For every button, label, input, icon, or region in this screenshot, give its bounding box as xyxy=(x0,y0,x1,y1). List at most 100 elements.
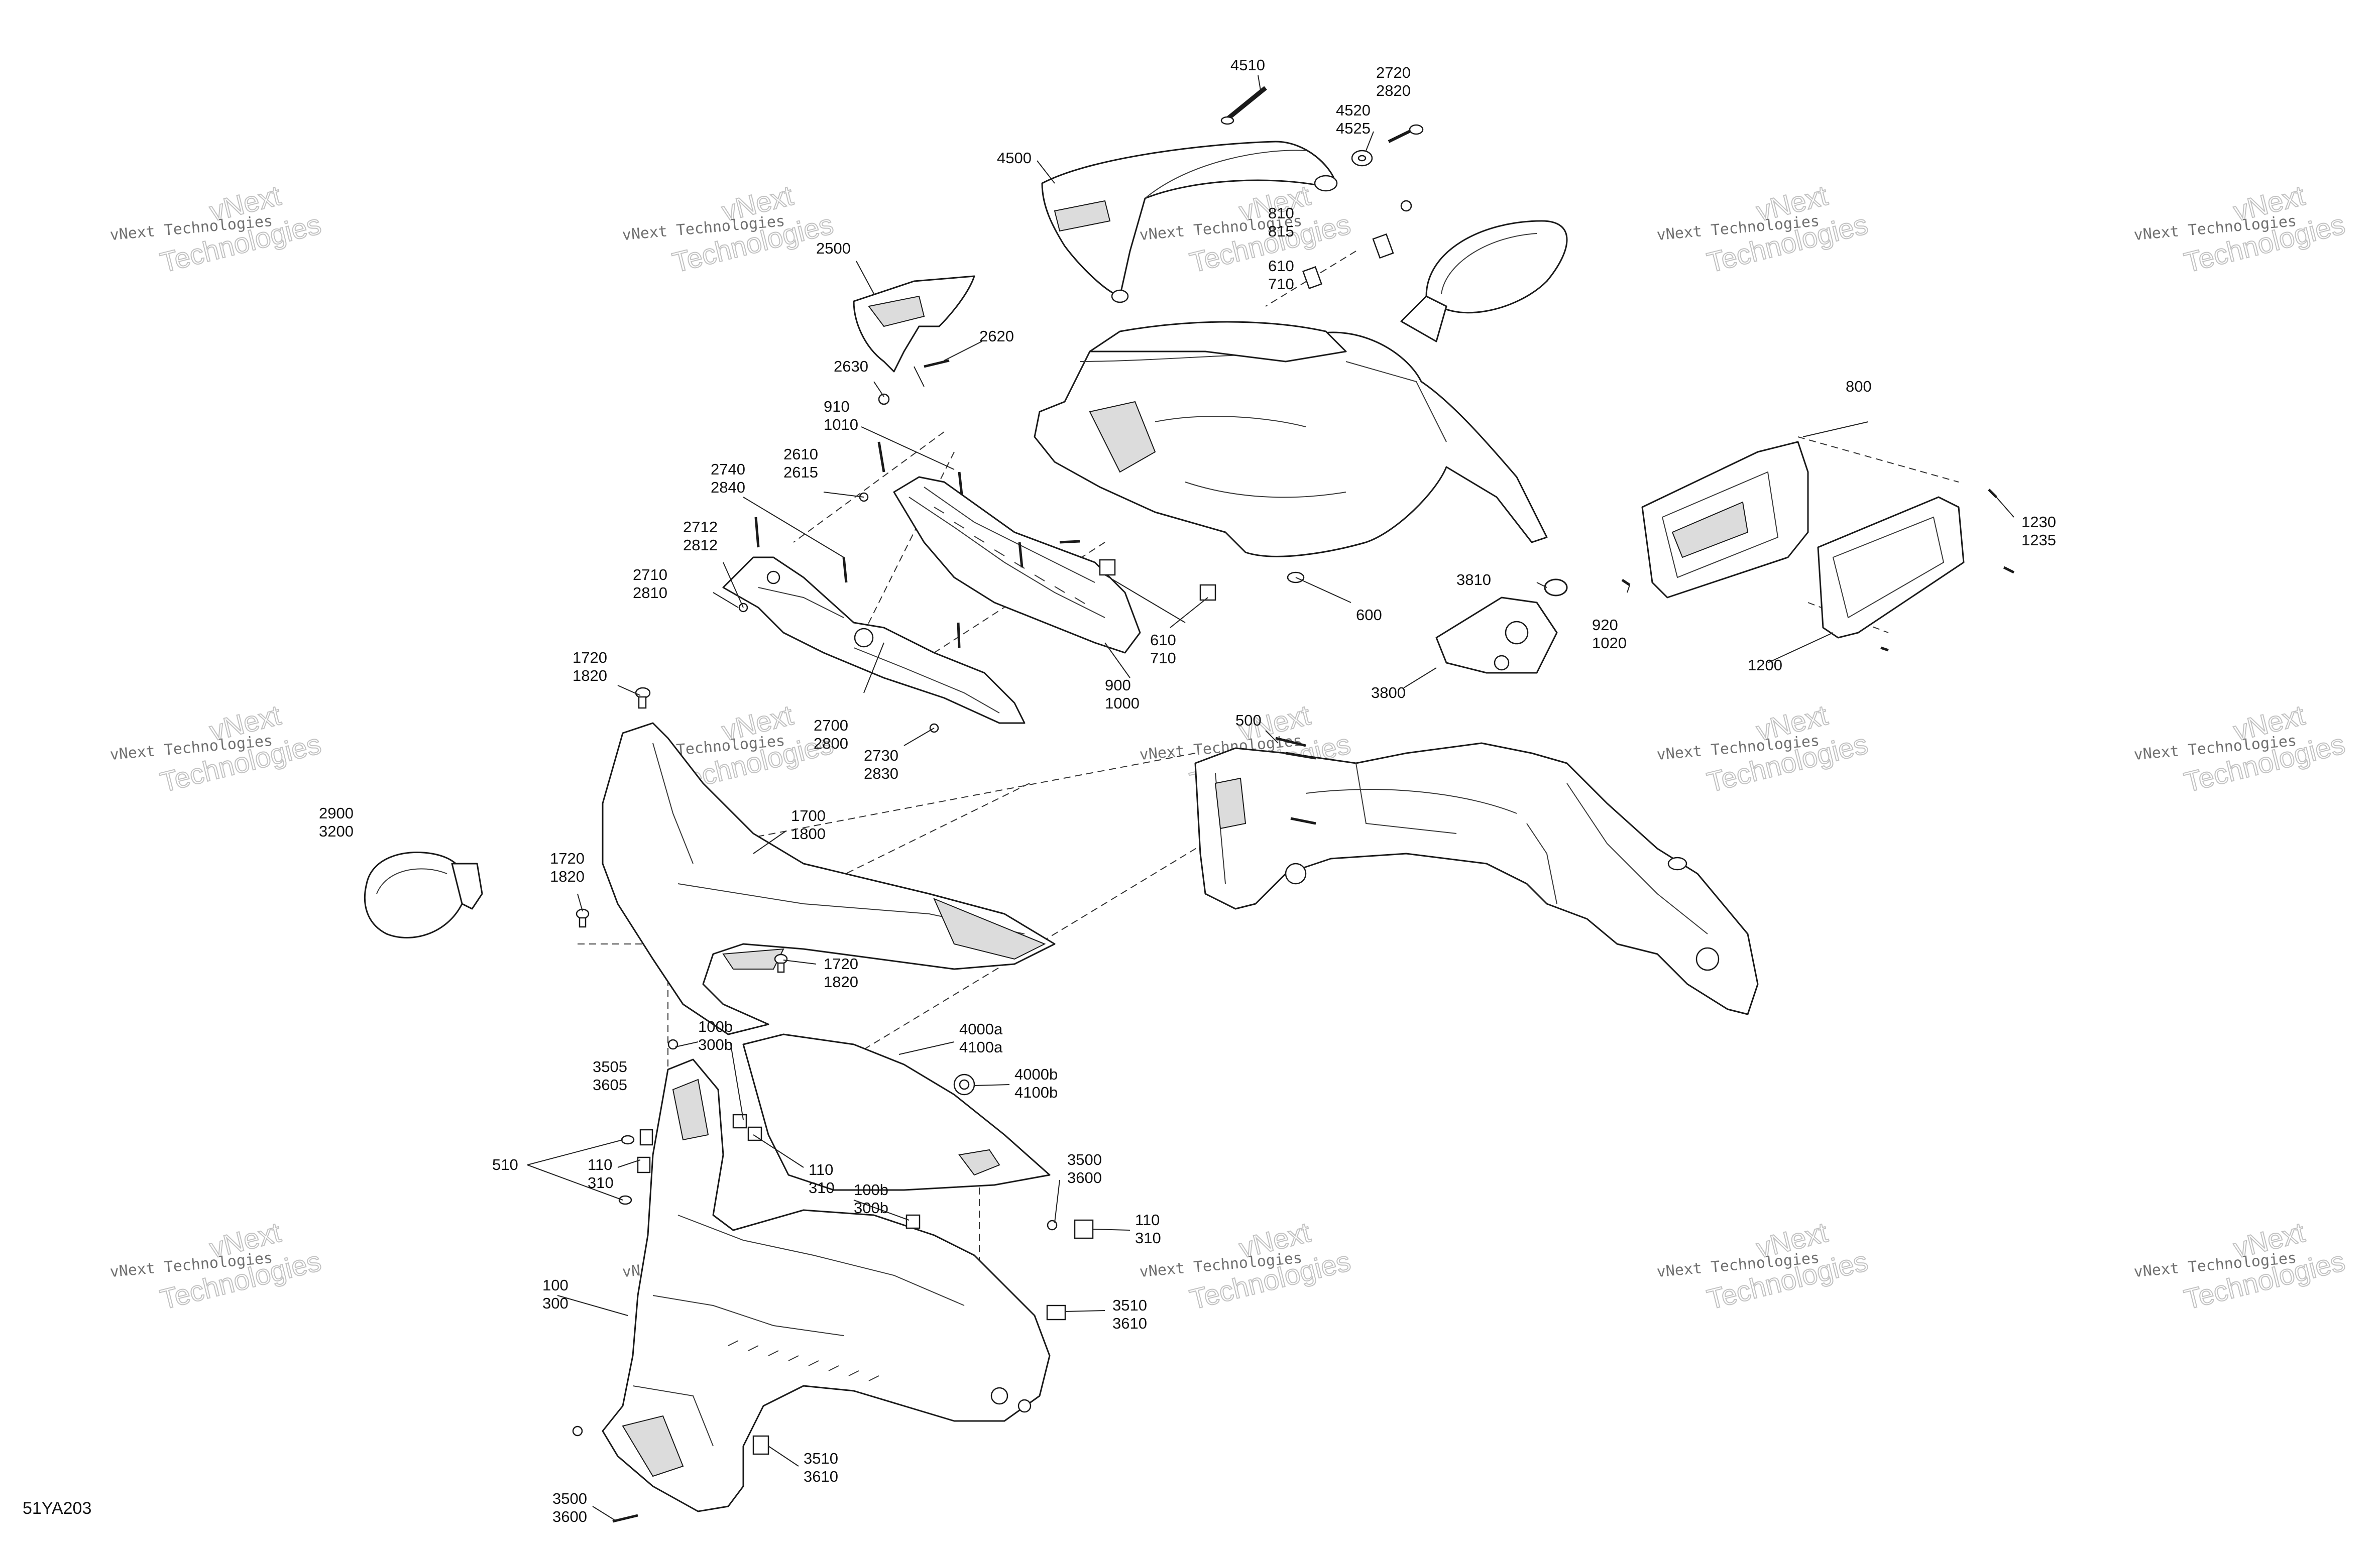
callout-label: 2500 xyxy=(816,240,851,257)
callout-label: 1720 xyxy=(550,850,585,867)
callout-label: 3505 xyxy=(593,1058,627,1076)
deflector-2500 xyxy=(853,275,975,387)
callout-label: 1010 xyxy=(824,416,858,433)
callout-label: 110 xyxy=(588,1156,612,1173)
callout-label: 1700 xyxy=(791,807,826,824)
visor-cover-4500 xyxy=(1041,141,1338,303)
callout-label: 4100a xyxy=(959,1038,1003,1056)
callout-label: 710 xyxy=(1268,275,1294,293)
screw-2620 xyxy=(878,359,950,405)
callout-c800: 800 xyxy=(1846,378,1872,395)
callout-label: 1720 xyxy=(824,955,858,973)
callout-label: 110 xyxy=(809,1161,833,1178)
bolts-500 xyxy=(1275,737,1316,825)
fasteners-lower xyxy=(572,1039,1094,1523)
callout-label: 3600 xyxy=(552,1508,587,1525)
callout-c3800: 3800 xyxy=(1371,684,1406,701)
callout-label: 2630 xyxy=(834,358,868,375)
callout-label: 100b xyxy=(698,1018,733,1035)
washer-screw-4520 xyxy=(1351,124,1424,167)
callout-label: 3510 xyxy=(1112,1296,1147,1314)
screws-1230 xyxy=(1621,489,2015,652)
mirror-right xyxy=(1400,220,1568,342)
callout-label: 610 xyxy=(1268,257,1294,275)
callout-c510: 510 xyxy=(492,1156,518,1173)
callout-label: 110 xyxy=(1135,1211,1160,1229)
callout-label: 1230 xyxy=(2021,513,2056,531)
callout-c2500: 2500 xyxy=(816,240,851,257)
callout-label: 2800 xyxy=(814,735,848,752)
callout-label: 1200 xyxy=(1748,656,1782,674)
callout-label: 2820 xyxy=(1376,82,1411,99)
bracket-900 xyxy=(893,476,1141,654)
callout-c600: 600 xyxy=(1356,606,1382,624)
callout-label: 500 xyxy=(1235,711,1262,729)
callout-label: 2740 xyxy=(711,460,745,478)
callout-label: 4510 xyxy=(1230,56,1265,74)
callout-label: 800 xyxy=(1846,378,1872,395)
side-fairing-1700 xyxy=(602,722,1056,1035)
callout-label: 2615 xyxy=(783,463,818,481)
gauge-housing-800 xyxy=(1641,441,1809,599)
callout-label: 3800 xyxy=(1371,684,1406,701)
callout-label: 1000 xyxy=(1105,694,1140,712)
callout-c1200: 1200 xyxy=(1748,656,1782,674)
callout-label: 100 xyxy=(542,1276,569,1294)
callout-c500: 500 xyxy=(1235,711,1262,729)
callout-c4510: 4510 xyxy=(1230,56,1265,74)
callout-label: 1820 xyxy=(550,868,585,885)
callout-label: 3610 xyxy=(1112,1315,1147,1332)
callout-label: 2710 xyxy=(633,566,667,583)
callout-label: 4500 xyxy=(997,149,1032,167)
callout-label: 1235 xyxy=(2021,531,2056,549)
callout-c2620: 2620 xyxy=(979,327,1014,345)
callout-label: 2720 xyxy=(1376,64,1411,81)
bezel-1200 xyxy=(1817,496,1965,639)
frame-500 xyxy=(1194,742,1759,1015)
rod-4510 xyxy=(1220,86,1267,125)
callout-label: 310 xyxy=(809,1179,835,1197)
callout-label: 4525 xyxy=(1336,120,1371,137)
callout-label: 2810 xyxy=(633,584,667,602)
switch-panel-3800 xyxy=(1435,578,1568,674)
callout-label: 2620 xyxy=(979,327,1014,345)
callout-label: 3610 xyxy=(804,1468,838,1485)
callout-label: 920 xyxy=(1592,616,1618,634)
callout-label: 4000a xyxy=(959,1020,1003,1038)
callout-label: 900 xyxy=(1105,676,1131,694)
callout-label: 310 xyxy=(588,1174,614,1192)
callout-c4500: 4500 xyxy=(997,149,1032,167)
callout-label: 4000b xyxy=(1014,1065,1058,1083)
callout-c2630: 2630 xyxy=(834,358,868,375)
callout-label: 610 xyxy=(1150,631,1176,649)
callout-label: 3200 xyxy=(319,822,354,840)
callout-label: 2610 xyxy=(783,445,818,463)
callout-label: 2830 xyxy=(864,765,898,782)
